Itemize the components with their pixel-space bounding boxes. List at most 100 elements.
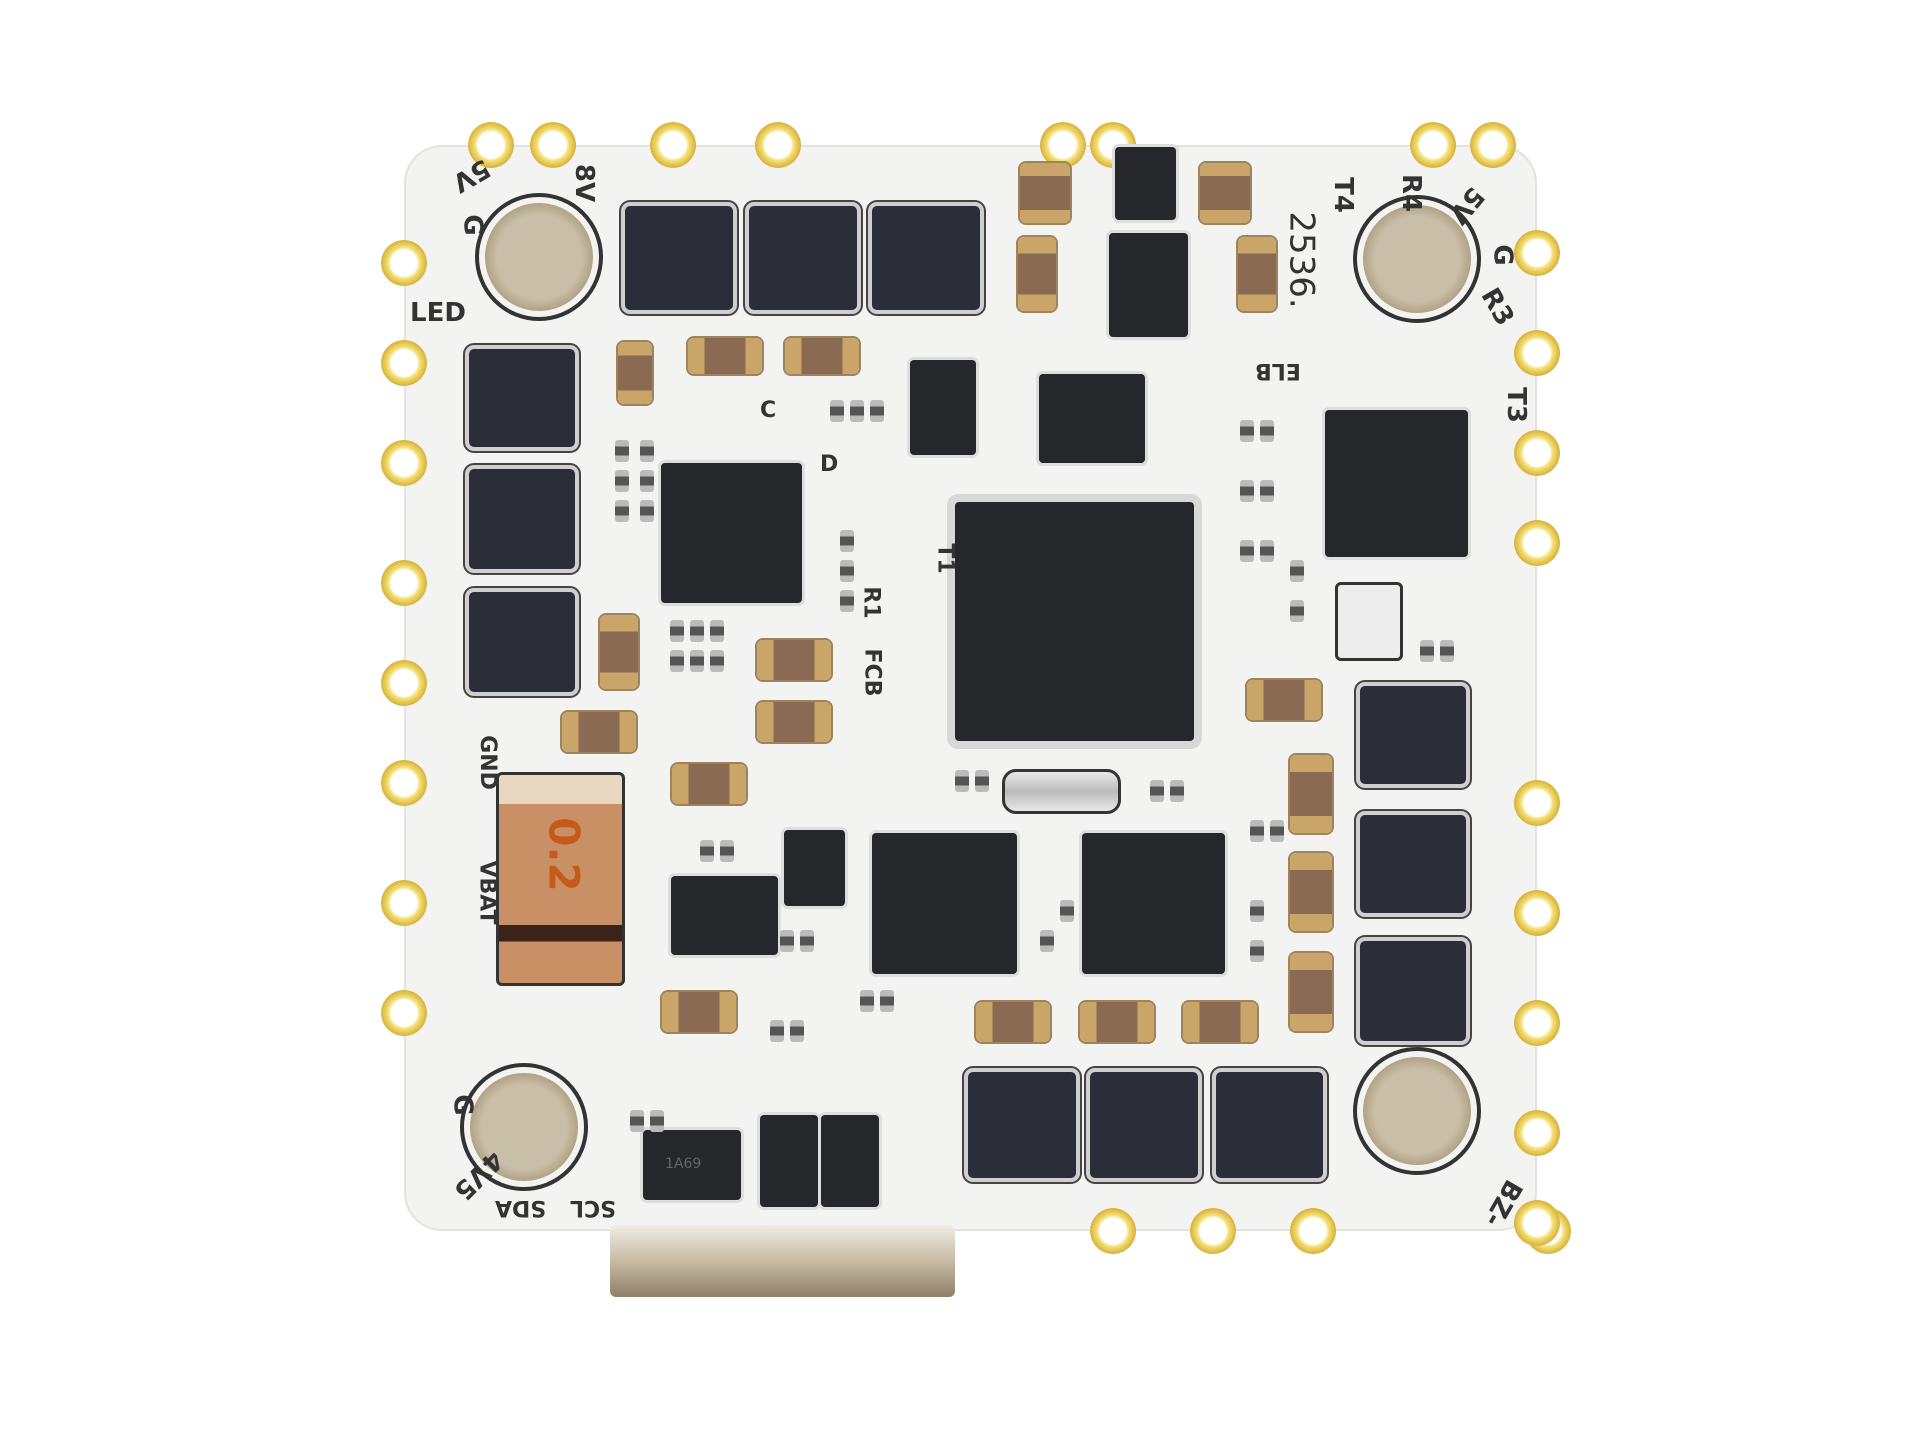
smd-resistor: [840, 590, 854, 612]
qfn-chip: [1325, 410, 1468, 557]
gold-pad: [1514, 1110, 1560, 1156]
smd-resistor: [1260, 540, 1274, 562]
smd-resistor: [690, 650, 704, 672]
smd-resistor: [710, 620, 724, 642]
capacitor: [1290, 953, 1332, 1031]
mounting-hole-top-right: [1353, 195, 1481, 323]
label-led: LED: [410, 298, 466, 328]
smd-resistor: [1240, 540, 1254, 562]
smd-resistor: [1440, 640, 1454, 662]
mounting-hole-bottom-left: [460, 1063, 588, 1191]
label-elb: ELB: [1255, 358, 1301, 383]
qfn-chip: [661, 463, 802, 603]
smd-resistor: [975, 770, 989, 792]
smd-resistor: [840, 560, 854, 582]
label-t3: T3: [1500, 387, 1531, 423]
capacitor: [688, 338, 762, 374]
smd-resistor: [790, 1020, 804, 1042]
smd-resistor: [1250, 820, 1264, 842]
smd-resistor: [880, 990, 894, 1012]
diode: [760, 1115, 818, 1207]
capacitor: [1247, 680, 1321, 720]
diode: [821, 1115, 879, 1207]
label-gnd: GND: [474, 735, 500, 790]
smd-resistor: [1290, 560, 1304, 582]
gold-pad: [1514, 890, 1560, 936]
capacitor: [1183, 1002, 1257, 1042]
smd-resistor: [640, 500, 654, 522]
smd-resistor: [670, 620, 684, 642]
capacitor: [1290, 755, 1332, 833]
sot23-transistor: [910, 360, 976, 455]
mounting-hole-bottom-right: [1353, 1047, 1481, 1175]
smd-resistor: [860, 990, 874, 1012]
mosfet: [1360, 686, 1466, 784]
smd-resistor: [770, 1020, 784, 1042]
capacitor: [662, 992, 736, 1032]
gold-pad: [1514, 430, 1560, 476]
mosfet: [872, 206, 980, 310]
gold-pad: [381, 240, 427, 286]
capacitor: [600, 615, 638, 689]
label-c: C: [760, 398, 777, 423]
small-chip: [1109, 233, 1188, 337]
gold-pad: [381, 440, 427, 486]
smd-resistor: [870, 400, 884, 422]
smd-resistor: [780, 930, 794, 952]
mosfet: [625, 206, 733, 310]
smd-resistor: [710, 650, 724, 672]
mounting-hole-top-left: [475, 193, 603, 321]
gold-pad: [1514, 780, 1560, 826]
smd-resistor: [615, 440, 629, 462]
gold-pad: [381, 560, 427, 606]
label-t1: T1: [932, 543, 958, 574]
smd-resistor: [615, 500, 629, 522]
smd-resistor: [1170, 780, 1184, 802]
gold-pad: [1410, 122, 1456, 168]
mcu-chip: [955, 502, 1194, 741]
regulator-marking: 1A69: [665, 1156, 702, 1172]
gold-pad: [1190, 1208, 1236, 1254]
capacitor: [618, 342, 652, 404]
gold-pad: [381, 880, 427, 926]
smd-resistor: [1420, 640, 1434, 662]
gold-pad: [1090, 1208, 1136, 1254]
smd-resistor: [640, 440, 654, 462]
smd-resistor: [1250, 900, 1264, 922]
label-d: D: [820, 452, 839, 477]
capacitor: [562, 712, 636, 752]
smd-resistor: [1060, 900, 1074, 922]
smd-resistor: [615, 470, 629, 492]
gold-pad: [1514, 520, 1560, 566]
smd-resistor: [850, 400, 864, 422]
small-chip: [784, 830, 845, 906]
regulator-chip: 1A69: [643, 1130, 741, 1200]
mosfet: [1216, 1072, 1323, 1178]
label-scl: SCL: [570, 1195, 617, 1220]
smd-resistor: [1240, 480, 1254, 502]
gold-pad: [381, 660, 427, 706]
capacitor: [672, 764, 746, 804]
capacitor: [757, 640, 831, 680]
label-vbat: VBAT: [474, 860, 500, 925]
mosfet: [1090, 1072, 1198, 1178]
mosfet: [1360, 815, 1466, 913]
qfn-chip: [1082, 833, 1225, 974]
capacitor: [785, 338, 859, 374]
label-8v: 8V: [569, 163, 600, 203]
smd-resistor: [690, 620, 704, 642]
capacitor: [1238, 237, 1276, 311]
gold-pad: [530, 122, 576, 168]
mosfet: [469, 592, 575, 692]
smd-resistor: [1250, 940, 1264, 962]
smd-resistor: [700, 840, 714, 862]
smd-resistor: [1260, 480, 1274, 502]
smd-resistor: [1290, 600, 1304, 622]
label-g-right: G: [1487, 244, 1518, 266]
mosfet: [1360, 941, 1466, 1041]
gold-pad: [381, 990, 427, 1036]
gold-pad: [381, 760, 427, 806]
capacitor: [1080, 1002, 1154, 1042]
gold-pad: [1514, 1000, 1560, 1046]
small-chip: [1115, 147, 1176, 220]
